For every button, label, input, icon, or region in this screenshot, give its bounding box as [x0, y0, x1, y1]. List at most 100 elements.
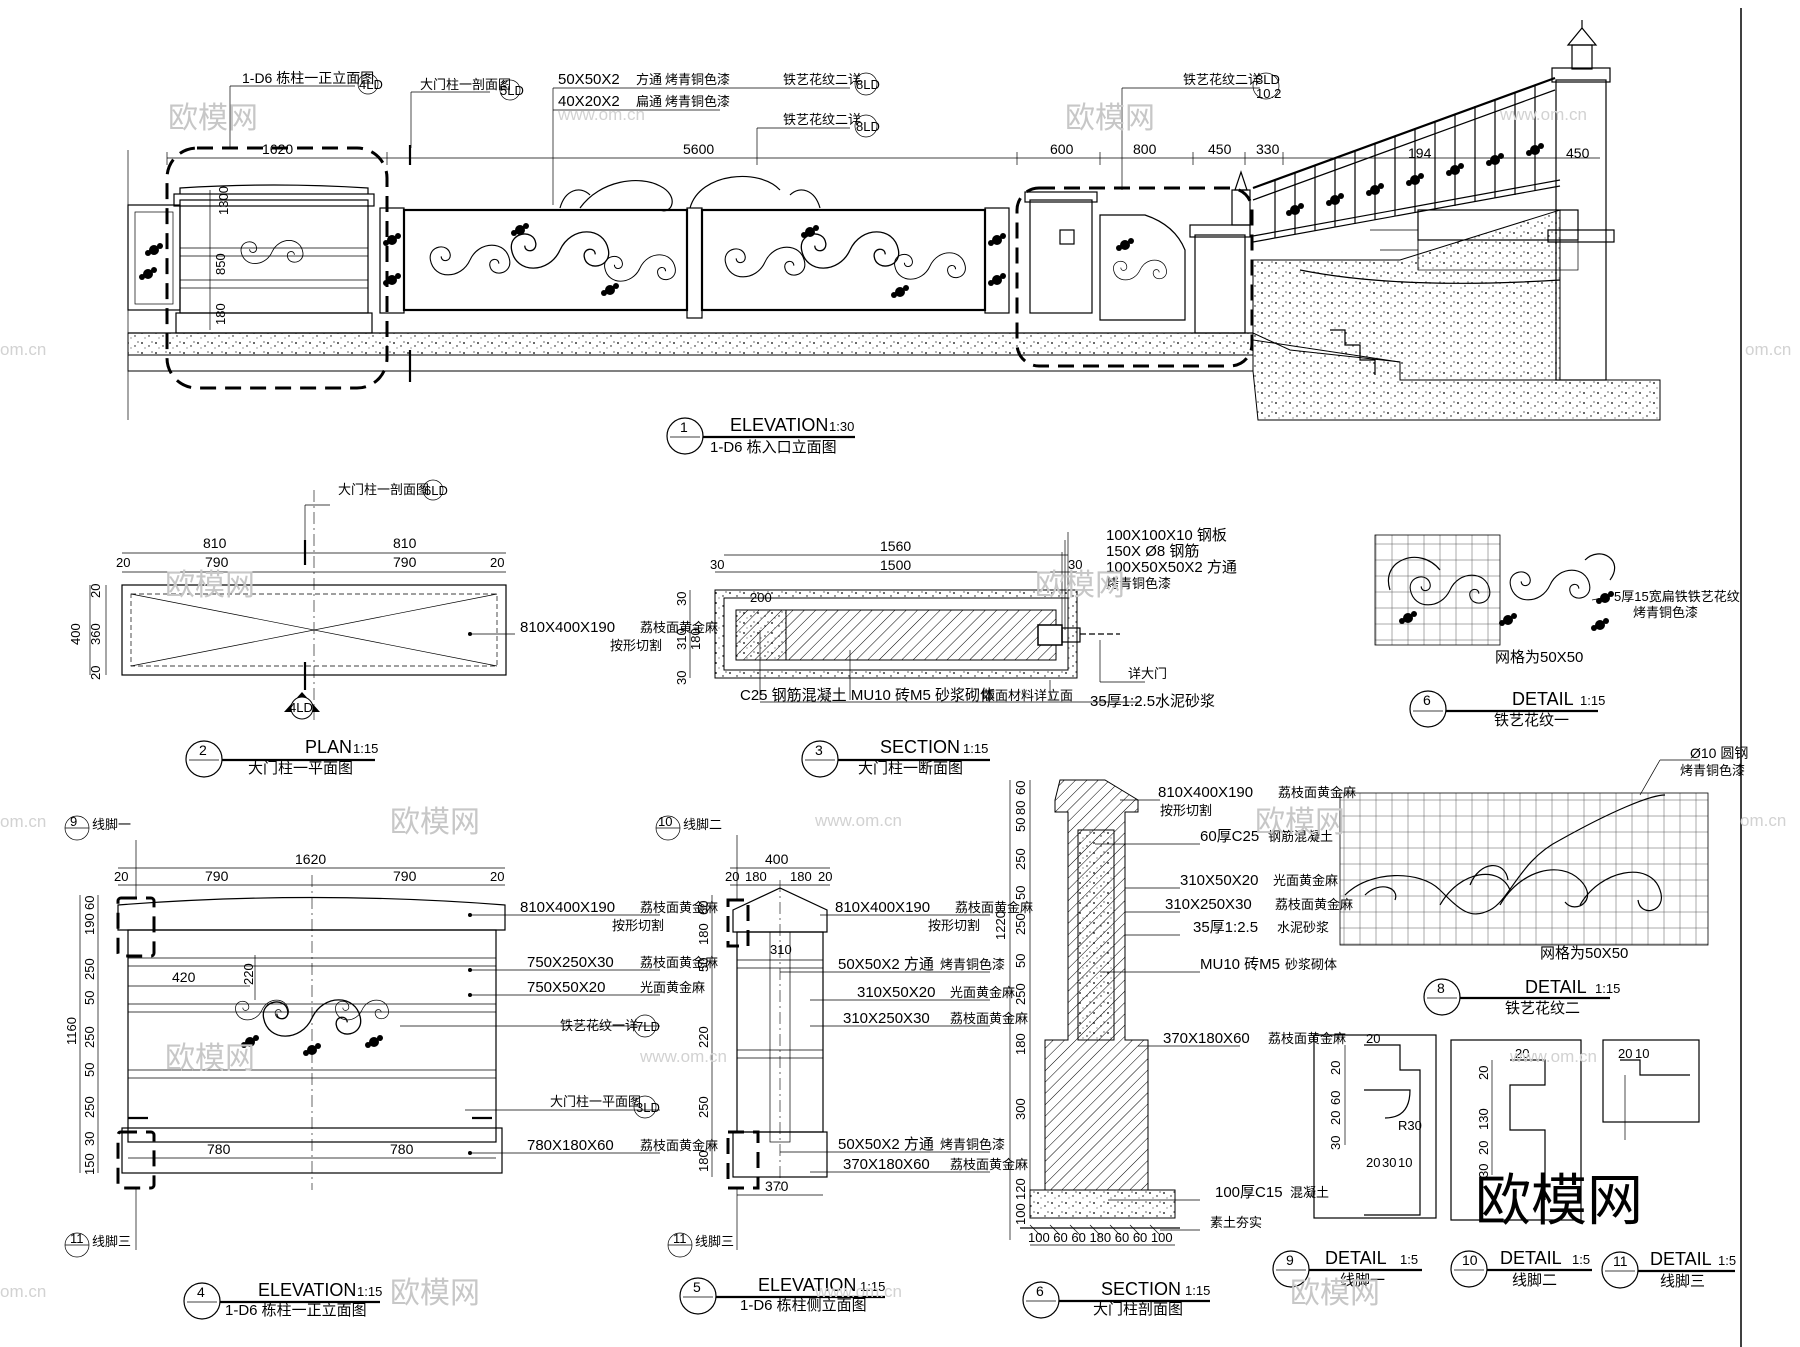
iron1-symbol: 8LD [856, 77, 880, 92]
v6-dim-1220: 1220 [993, 911, 1008, 940]
v5-dim-400: 400 [765, 851, 789, 867]
v10-dim-30: 30 [1476, 1164, 1491, 1178]
iron3-sheet: 10.2 [1256, 86, 1281, 101]
v11-dim-20: 20 [1618, 1046, 1632, 1061]
sec-note-4: 烤青铜色漆 [1106, 576, 1171, 591]
sec-dim-200: 200 [750, 590, 772, 605]
view10-subtitle: 线脚二 [1512, 1272, 1557, 1289]
detail6-note2: 烤青铜色漆 [1633, 605, 1698, 620]
plan-callout: 810X400X190 [520, 619, 615, 636]
v6-callout-7-material: 荔枝面黄金麻 [1268, 1031, 1346, 1046]
plan-dim-20b: 20 [490, 555, 504, 570]
view1-subtitle: 1-D6 栋入口立面图 [710, 438, 837, 456]
view9-subtitle: 线脚一 [1340, 1272, 1385, 1289]
label-iron1: 铁艺花纹二详 [783, 72, 861, 87]
view11-title: DETAIL [1650, 1249, 1712, 1269]
detail8-grid: 网格为50X50 [1540, 945, 1628, 962]
view9-scale: 1:5 [1400, 1252, 1418, 1267]
v5-dim-250: 250 [696, 1096, 711, 1118]
v6-dim-60: 60 [1013, 781, 1028, 795]
v5-dim-60: 60 [696, 901, 711, 915]
v5-callout-1: 810X400X190 [835, 899, 930, 916]
v5-tag-10: 10 [658, 814, 672, 829]
v5-dim-180b: 180 [696, 1150, 711, 1172]
label-mat1-type: 方通 [636, 72, 662, 87]
plan-callout-cut: 按形切割 [610, 638, 662, 653]
v6-callout-7: 370X180X60 [1163, 1030, 1250, 1047]
v5-dim-180a: 180 [745, 869, 767, 884]
view1-number: 1 [680, 419, 688, 435]
view6a-number: 6 [1423, 692, 1431, 708]
sec-note-1: 100X100X10 钢板 [1106, 526, 1227, 544]
v10-dim-20c: 20 [1476, 1141, 1491, 1155]
dim-5600: 5600 [683, 141, 714, 157]
dim-850: 850 [213, 253, 228, 275]
view-2-pillar-plan: 大门柱一剖面图 6LD 4LD 810 810 20 790 790 20 40… [68, 479, 718, 778]
v4-tag-11: 11 [70, 1231, 84, 1246]
view-4-pillar-front-elevation: 1620 20 790 790 20 420 220 780 780 60 19… [64, 814, 718, 1320]
view11-subtitle: 线脚三 [1660, 1273, 1705, 1290]
v6-callout-1: 810X400X190 [1158, 784, 1253, 801]
v4-callout-1-note: 按形切割 [612, 918, 664, 933]
v5-callout-1-material: 荔枝面黄金麻 [955, 900, 1033, 915]
iron3-symbol: 3LD [1256, 72, 1280, 87]
plan-dim-790a: 790 [205, 554, 229, 570]
v5-dim-20a: 20 [725, 869, 739, 884]
v4-dim-790b: 790 [393, 868, 417, 884]
label-mat1-finish: 烤青铜色漆 [665, 72, 730, 87]
view9-title: DETAIL [1325, 1248, 1387, 1268]
sec-dim-1560: 1560 [880, 538, 911, 554]
v4-callout-1-material: 荔枝面黄金麻 [640, 900, 718, 915]
view5-number: 5 [693, 1279, 701, 1295]
v5-dim-50: 50 [696, 958, 711, 972]
v9-dim-20d: 20 [1366, 1155, 1380, 1170]
v6-dim-250c: 250 [1013, 983, 1028, 1005]
v9-dim-10: 10 [1398, 1155, 1412, 1170]
v6-callout-5-material: 水泥砂浆 [1277, 920, 1329, 935]
plan-dim-20a: 20 [116, 555, 130, 570]
v5-callout-3: 310X50X20 [857, 984, 935, 1001]
v4-callout-2-material: 荔枝面黄金麻 [640, 955, 718, 970]
plan-dim-810a: 810 [203, 535, 227, 551]
view-9-moulding-1: 20 20 60 20 30 20 30 10 R30 9 DETAIL 1:5… [1272, 1031, 1437, 1289]
view3-subtitle: 大门柱一断面图 [858, 760, 963, 777]
view1-title: ELEVATION [730, 415, 828, 435]
v4-tag-9-label: 线脚一 [92, 817, 131, 832]
v6-callout-4: 310X250X30 [1165, 896, 1252, 913]
v4-callout-3-material: 光面黄金麻 [640, 980, 705, 995]
view-1-entrance-elevation: 1620 5600 600 800 450 330 194 450 1300 8… [127, 20, 1661, 456]
view-8-iron-pattern-2: Ø10 圆钢 烤青铜色漆 网格为50X50 8 DETAIL 1:15 铁艺花纹… [1339, 745, 1748, 1017]
label-ref2: 大门柱一剖面图 [420, 77, 511, 92]
v5-callout-6-material: 荔枝面黄金麻 [950, 1157, 1028, 1172]
view-5-pillar-side-elevation: 400 20 180 180 20 310 370 60 180 50 220 … [655, 814, 1033, 1315]
v6-dim-100: 100 [1013, 1203, 1028, 1225]
v6-dim-80: 80 [1013, 801, 1028, 815]
view6b-subtitle: 大门柱剖面图 [1093, 1301, 1183, 1318]
view11-number: 11 [1613, 1253, 1628, 1269]
view9-number: 9 [1286, 1252, 1294, 1268]
watermark-url: om.cn [0, 340, 46, 359]
v4-dim-220: 220 [241, 963, 256, 985]
v9-dim-20a: 20 [1366, 1031, 1380, 1046]
plan-dim-360: 360 [88, 623, 103, 645]
v9-dim-30a: 30 [1328, 1136, 1343, 1150]
view5-title: ELEVATION [758, 1275, 856, 1295]
dim-450: 450 [1208, 141, 1232, 157]
v6-callout-9: 素土夯实 [1210, 1215, 1262, 1230]
v4-dim-250c: 250 [82, 1096, 97, 1118]
view2-title: PLAN [305, 737, 352, 757]
sec-dim-310: 310 [674, 628, 689, 650]
view6b-number: 6 [1036, 1283, 1044, 1299]
v5-callout-3-material: 光面黄金麻 [950, 985, 1015, 1000]
v4-callout-5: 大门柱一平面图 [550, 1094, 641, 1109]
view2-subtitle: 大门柱一平面图 [248, 760, 353, 777]
view4-number: 4 [197, 1284, 205, 1300]
v6-callout-4-material: 荔枝面黄金麻 [1275, 897, 1353, 912]
ground-base [127, 354, 1254, 372]
plan-dim-400: 400 [68, 623, 83, 645]
pillar-1 [179, 199, 369, 314]
ground-gravel [127, 332, 1254, 356]
v4-callout-3: 750X50X20 [527, 979, 605, 996]
v6-callout-5: 35厚1:2.5 [1193, 919, 1258, 936]
v5-dim-310: 310 [770, 942, 792, 957]
